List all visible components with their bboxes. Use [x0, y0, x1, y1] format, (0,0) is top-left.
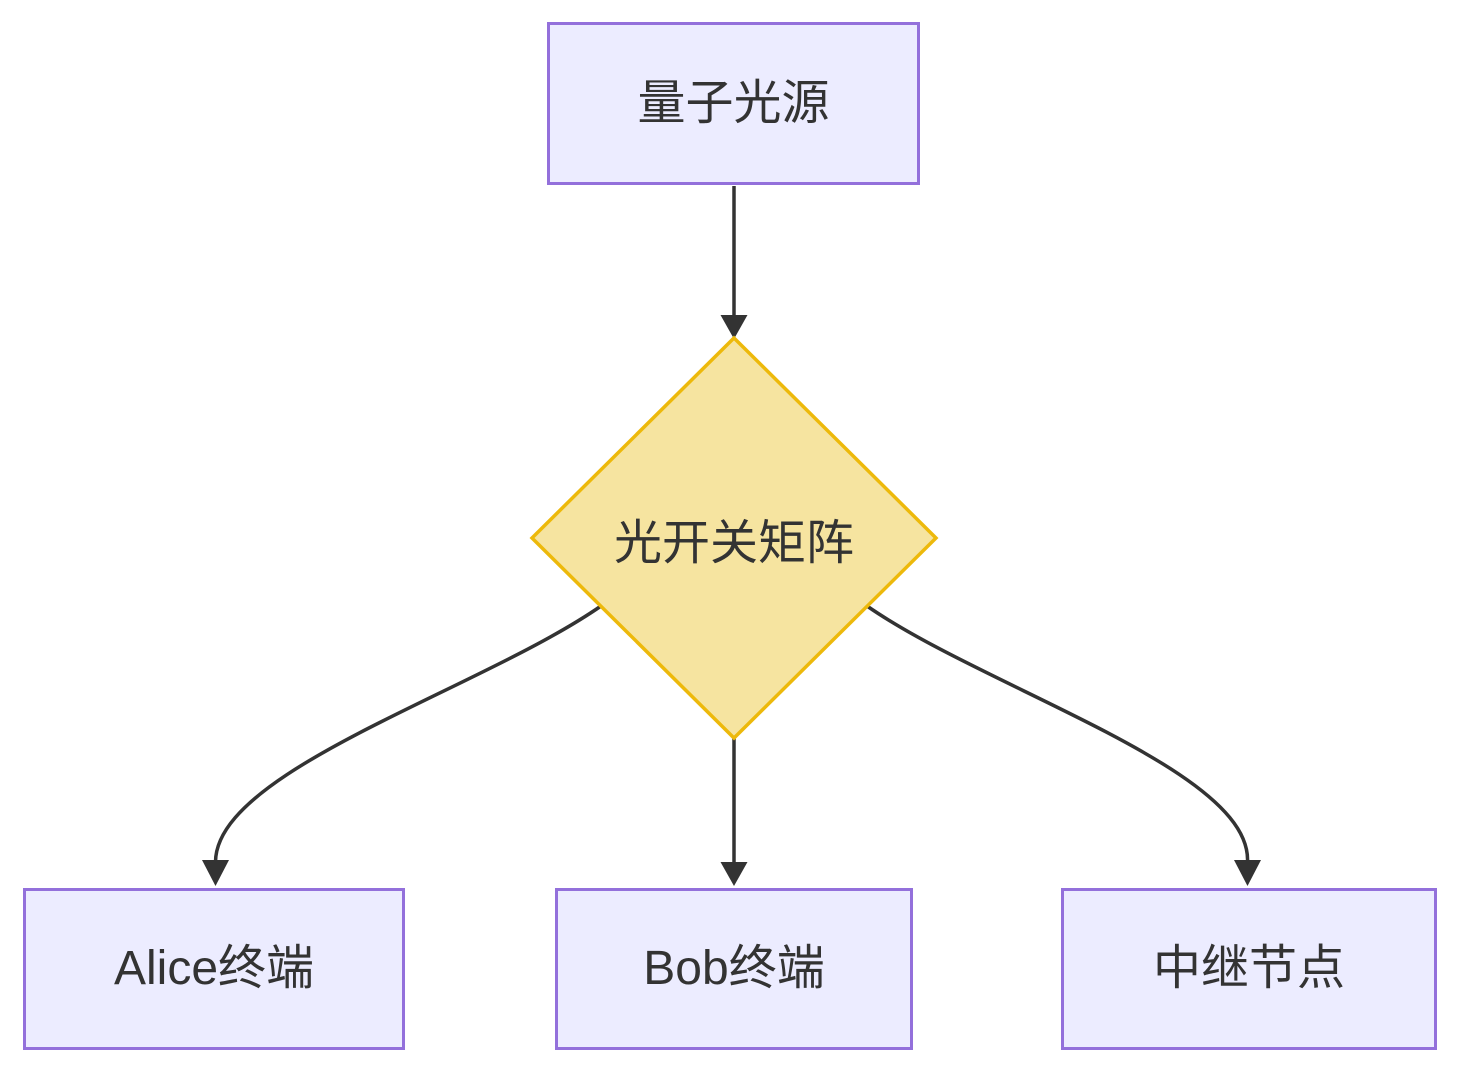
arrowhead — [1234, 860, 1261, 886]
arrowhead — [202, 860, 229, 886]
node-alice: Alice终端 — [23, 888, 405, 1050]
edge-switch-to-bob — [720, 738, 748, 886]
node-bob: Bob终端 — [555, 888, 913, 1050]
node-bob-label: Bob终端 — [643, 942, 825, 996]
node-switch-diamond-shape — [529, 335, 939, 741]
node-source: 量子光源 — [547, 22, 920, 185]
edge-line — [866, 604, 1250, 863]
edge-line — [213, 604, 602, 863]
node-relay-label: 中继节点 — [1152, 942, 1345, 996]
edge-source-to-switch — [720, 186, 748, 339]
edge-switch-to-relay — [866, 604, 1261, 886]
node-relay: 中继节点 — [1061, 888, 1437, 1050]
arrowhead — [720, 315, 748, 339]
arrowhead — [720, 862, 748, 886]
node-alice-label: Alice终端 — [113, 942, 315, 996]
node-source-label: 量子光源 — [637, 76, 830, 130]
edge-switch-to-alice — [202, 604, 602, 886]
